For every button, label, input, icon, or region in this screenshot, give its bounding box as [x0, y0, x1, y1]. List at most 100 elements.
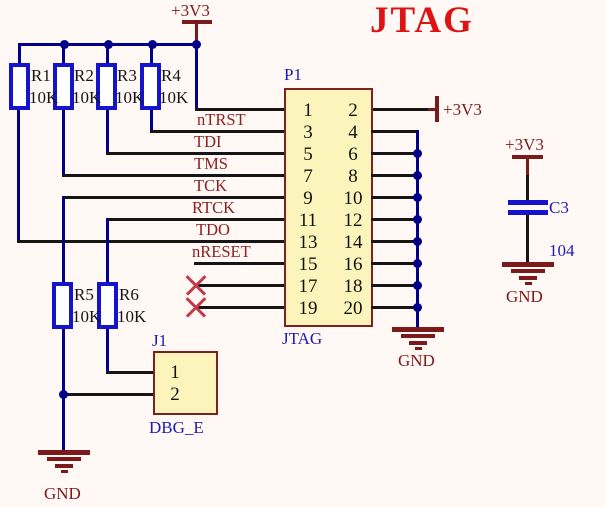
wire-pin19 [195, 306, 286, 309]
wire-pin1 [195, 108, 286, 111]
junction-dot [413, 171, 422, 180]
wire-r6-top [106, 218, 109, 284]
vcc-stem-c3 [526, 158, 529, 176]
pin-number: 9 [303, 188, 313, 209]
r5-value: 10K [72, 307, 102, 326]
resistor-r6 [97, 282, 118, 329]
pin-number: 1 [303, 100, 313, 121]
resistor-r2 [53, 63, 74, 110]
pin-number: 19 [298, 298, 318, 319]
junction-dot [104, 40, 113, 49]
junction-dot [413, 149, 422, 158]
junction-dot [413, 303, 422, 312]
vcc-bar-pin2 [435, 96, 439, 122]
r4-value: 10K [159, 88, 189, 107]
vcc-bar-top [182, 20, 212, 24]
p1-name: JTAG [282, 329, 323, 348]
wire-r1-bottom [17, 110, 20, 243]
vcc-bar-c3 [512, 155, 543, 159]
net-label-tck: TCK [194, 176, 227, 195]
wire-j1-pin1 [106, 371, 155, 374]
wire-nreset [194, 262, 286, 265]
wire-pin17 [195, 284, 286, 287]
r3-ref: R3 [117, 66, 137, 85]
sheet-title: JTAG [370, 0, 474, 41]
wire-pin4 [371, 130, 418, 133]
wire-pin20 [371, 306, 418, 309]
gnd-label-p1: GND [398, 351, 435, 370]
gnd-label-left: GND [44, 484, 81, 503]
pin-number: 5 [303, 144, 313, 165]
wire-pin10 [371, 196, 418, 199]
wire-r6-bottom [106, 329, 109, 374]
resistor-r4 [140, 63, 161, 110]
net-label-tdo: TDO [196, 220, 230, 239]
wire-tdo [17, 240, 286, 243]
pin-number: 11 [298, 210, 318, 231]
pin-number: 16 [343, 254, 363, 275]
junction-dot [59, 390, 68, 399]
junction-dot [60, 40, 69, 49]
junction-dot [413, 281, 422, 290]
pin-number: 17 [298, 276, 318, 297]
wire-r5-top [62, 196, 65, 284]
pin-number: 2 [348, 100, 358, 121]
wire-pin2-vcc-red [428, 108, 436, 111]
wire-j1-pin2 [62, 393, 155, 396]
c3-plate-bottom [508, 210, 548, 215]
wire-r2-bottom [62, 110, 65, 177]
net-label-tms: TMS [194, 154, 228, 173]
r3-value: 10K [115, 88, 145, 107]
wire-pin2-vcc [373, 108, 428, 111]
pin-number: 1 [170, 362, 180, 383]
wire-r2-top [62, 43, 65, 65]
gnd-label-c3: GND [506, 287, 543, 306]
junction-dot [413, 193, 422, 202]
r1-ref: R1 [31, 66, 51, 85]
pin-number: 2 [170, 384, 180, 405]
wire-r4-bottom [150, 110, 153, 133]
junction-dot [413, 215, 422, 224]
pin-number: 18 [343, 276, 363, 297]
no-connect-x-pin19 [185, 296, 207, 318]
connector-j1-box: 1 2 [153, 351, 218, 415]
pin-number: 7 [303, 166, 313, 187]
wire-r1-top [18, 43, 21, 65]
no-connect-x-pin17 [185, 274, 207, 296]
net-label-ntrst: nTRST [197, 110, 246, 129]
net-label-tdi: TDI [194, 132, 222, 151]
pin-number: 13 [298, 232, 318, 253]
r6-value: 10K [117, 307, 147, 326]
junction-dot [413, 237, 422, 246]
pin-number: 8 [348, 166, 358, 187]
wire-r3-bottom [106, 110, 109, 155]
pin-number: 10 [343, 188, 363, 209]
wire-gnd-rail [416, 130, 419, 327]
pin-number: 12 [343, 210, 363, 231]
vcc-label-c3: +3V3 [505, 135, 544, 154]
wire-tck [62, 196, 286, 199]
pin-number: 15 [298, 254, 318, 275]
resistor-r3 [96, 63, 117, 110]
resistor-r5 [52, 282, 73, 329]
r5-ref: R5 [74, 285, 94, 304]
wire-r3-top [106, 43, 109, 65]
r2-value: 10K [72, 88, 102, 107]
r2-ref: R2 [74, 66, 94, 85]
wire-tdi [106, 152, 286, 155]
net-label-rtck: RTCK [192, 198, 236, 217]
junction-dot [148, 40, 157, 49]
vcc-label-pin2: +3V3 [443, 100, 482, 119]
wire-pin6 [371, 152, 418, 155]
pin-number: 20 [343, 298, 363, 319]
wire-r5-bottom-gnd [62, 329, 65, 450]
r4-ref: R4 [161, 66, 181, 85]
c3-value: 104 [549, 241, 575, 260]
wire-pin12 [371, 218, 418, 221]
pin-number: 3 [303, 122, 313, 143]
r6-ref: R6 [119, 285, 139, 304]
